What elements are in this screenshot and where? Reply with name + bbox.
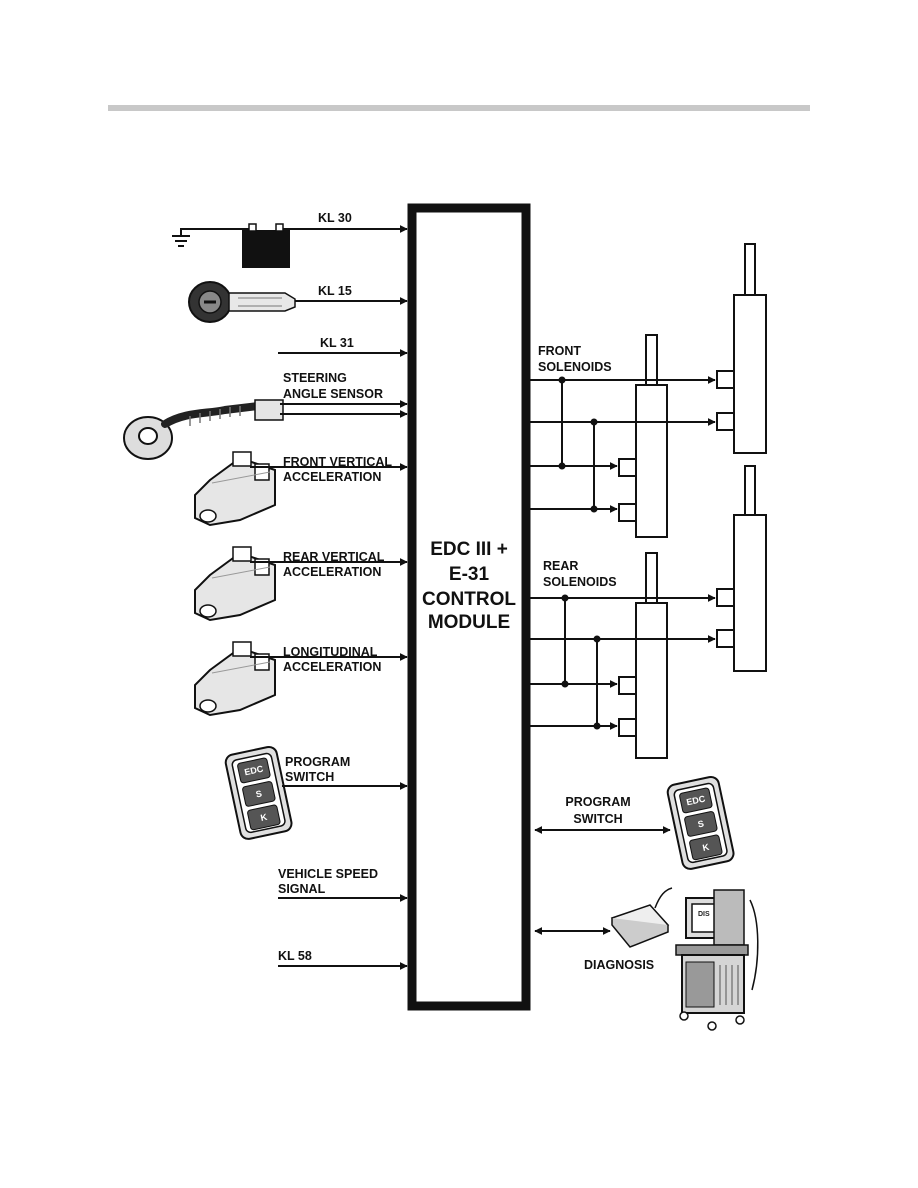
front-junction-dots <box>558 376 598 513</box>
front-shock-absorber-inner <box>635 334 668 538</box>
front-vertical-label-1: FRONT VERTICAL <box>283 455 392 469</box>
kl30-label: KL 30 <box>318 211 352 225</box>
svg-text:S: S <box>697 818 705 829</box>
diagnosis-label: DIAGNOSIS <box>584 958 654 972</box>
program-switch-output-label-2: SWITCH <box>573 812 622 826</box>
steering-label-1: STEERING <box>283 371 347 385</box>
longitudinal-label-2: ACCELERATION <box>283 660 381 674</box>
ignition-key-icon <box>188 281 296 323</box>
battery-icon <box>172 223 290 268</box>
svg-text:K: K <box>702 842 711 853</box>
rear-solenoids-label-1: REAR <box>543 559 578 573</box>
front-shock-absorber-outer <box>733 243 767 454</box>
front-vertical-label-2: ACCELERATION <box>283 470 381 484</box>
control-module <box>407 203 531 1011</box>
program-switch-output-label-1: PROGRAM <box>565 795 630 809</box>
vehicle-speed-label-1: VEHICLE SPEED <box>278 867 378 881</box>
diagnosis-tester-icon: DIS <box>610 887 759 1031</box>
module-line-2: E-31 <box>449 564 490 585</box>
kl58-label: KL 58 <box>278 949 312 963</box>
kl31-label: KL 31 <box>320 336 354 350</box>
rear-junction-dots <box>561 594 601 730</box>
longitudinal-label-1: LONGITUDINAL <box>283 645 378 659</box>
longitudinal-sensor-icon <box>194 641 276 717</box>
rear-vertical-label-1: REAR VERTICAL <box>283 550 385 564</box>
svg-text:K: K <box>260 812 269 823</box>
header-rule <box>108 105 810 111</box>
module-line-1: EDC III + <box>430 539 508 560</box>
kl15-label: KL 15 <box>318 284 352 298</box>
rear-solenoid-valves <box>618 588 735 737</box>
front-solenoid-valves <box>618 370 735 522</box>
front-solenoids-label-2: SOLENOIDS <box>538 360 612 374</box>
program-switch-input-label-2: SWITCH <box>285 770 334 784</box>
rear-shock-absorber-inner <box>635 552 668 759</box>
rear-solenoids-label-2: SOLENOIDS <box>543 575 617 589</box>
program-switch-icon-input: EDC S K <box>224 745 293 840</box>
control-module-label: EDC III + E-31 CONTROL MODULE <box>422 539 516 633</box>
program-switch-icon-output: EDC S K <box>666 775 735 870</box>
rear-shock-absorber-outer <box>733 465 767 672</box>
rear-vertical-sensor-icon <box>194 546 276 622</box>
front-solenoids-label-1: FRONT <box>538 344 581 358</box>
steering-angle-sensor-icon <box>123 399 284 460</box>
vehicle-speed-label-2: SIGNAL <box>278 882 326 896</box>
rear-solenoid-wiring <box>530 594 716 730</box>
module-line-3: CONTROL <box>422 589 516 610</box>
front-vertical-sensor-icon <box>194 451 276 527</box>
module-line-4: MODULE <box>428 612 510 633</box>
svg-text:S: S <box>255 788 263 799</box>
rear-vertical-label-2: ACCELERATION <box>283 565 381 579</box>
front-solenoid-wiring <box>530 376 716 513</box>
svg-text:EDC: EDC <box>244 763 265 777</box>
dis-screen-text: DIS <box>698 911 710 918</box>
program-switch-input-label-1: PROGRAM <box>285 755 350 769</box>
steering-label-2: ANGLE SENSOR <box>283 387 383 401</box>
svg-text:EDC: EDC <box>686 793 707 807</box>
